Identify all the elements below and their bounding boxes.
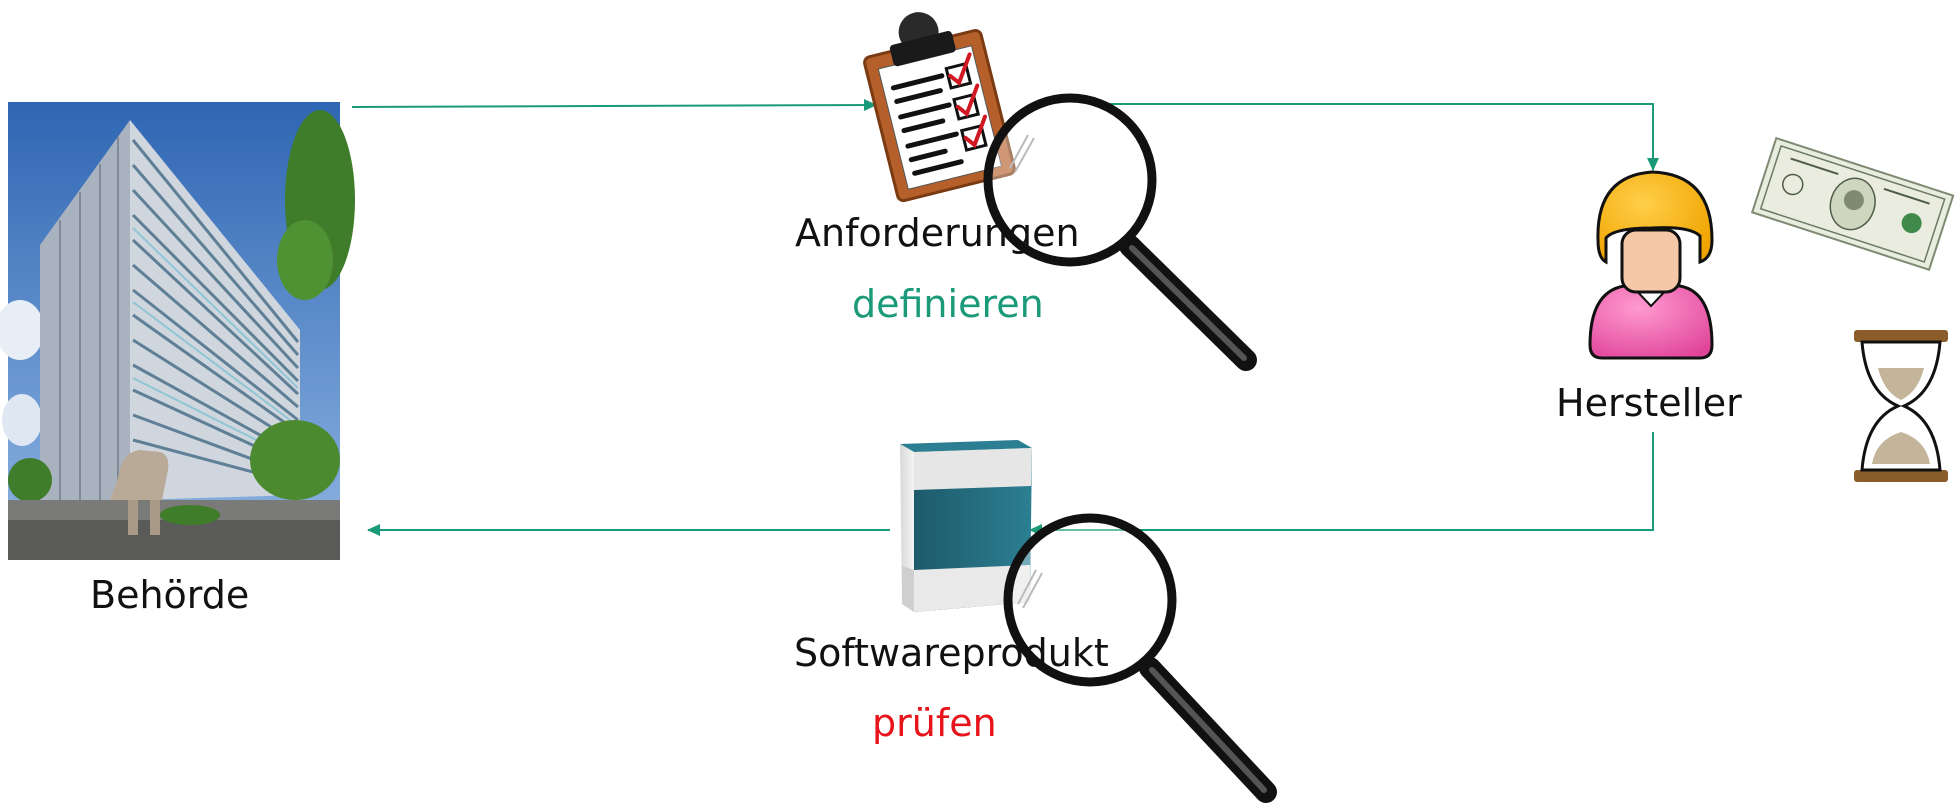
label-definieren: definieren	[852, 282, 1044, 326]
label-softwareprodukt: Softwareprodukt	[794, 631, 1109, 675]
label-anforderungen: Anforderungen	[795, 211, 1080, 255]
label-behoerde: Behörde	[90, 573, 250, 617]
arrow-to-software	[1029, 432, 1654, 536]
building-photo	[0, 102, 355, 560]
software-box-icon	[900, 440, 1032, 612]
label-pruefen: prüfen	[872, 701, 997, 745]
hourglass-icon	[1854, 330, 1948, 482]
label-hersteller: Hersteller	[1556, 381, 1742, 425]
person-icon	[1588, 170, 1714, 360]
arrow-to-manufacturer	[1110, 103, 1659, 171]
clipboard-checklist-icon	[863, 12, 1016, 203]
dollar-bill-icon	[1750, 136, 1955, 272]
arrow-to-requirements	[351, 99, 877, 112]
magnifier-icon	[1003, 513, 1277, 803]
magnifier-icon	[983, 93, 1257, 371]
